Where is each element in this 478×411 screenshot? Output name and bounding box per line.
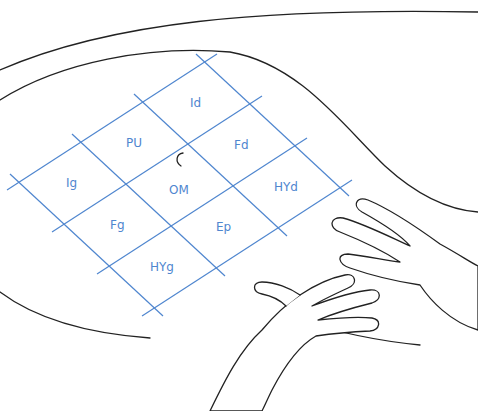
- region-label: PU: [126, 136, 142, 150]
- region-label: HYg: [150, 260, 174, 274]
- hip-contour: [0, 292, 150, 338]
- right-hand: [332, 199, 478, 330]
- belly-contour: [0, 50, 478, 212]
- region-label: HYd: [274, 180, 298, 194]
- region-label: Ig: [66, 176, 77, 190]
- region-label: Ep: [216, 220, 231, 234]
- region-label: Id: [190, 96, 201, 110]
- region-label: Fd: [234, 138, 249, 152]
- arm-contour: [0, 11, 478, 70]
- navel: [177, 153, 183, 166]
- region-label: Fg: [110, 218, 125, 232]
- region-grid: [7, 54, 352, 316]
- left-hand: [210, 275, 379, 411]
- thumb: [255, 282, 301, 306]
- region-label: OM: [169, 183, 189, 197]
